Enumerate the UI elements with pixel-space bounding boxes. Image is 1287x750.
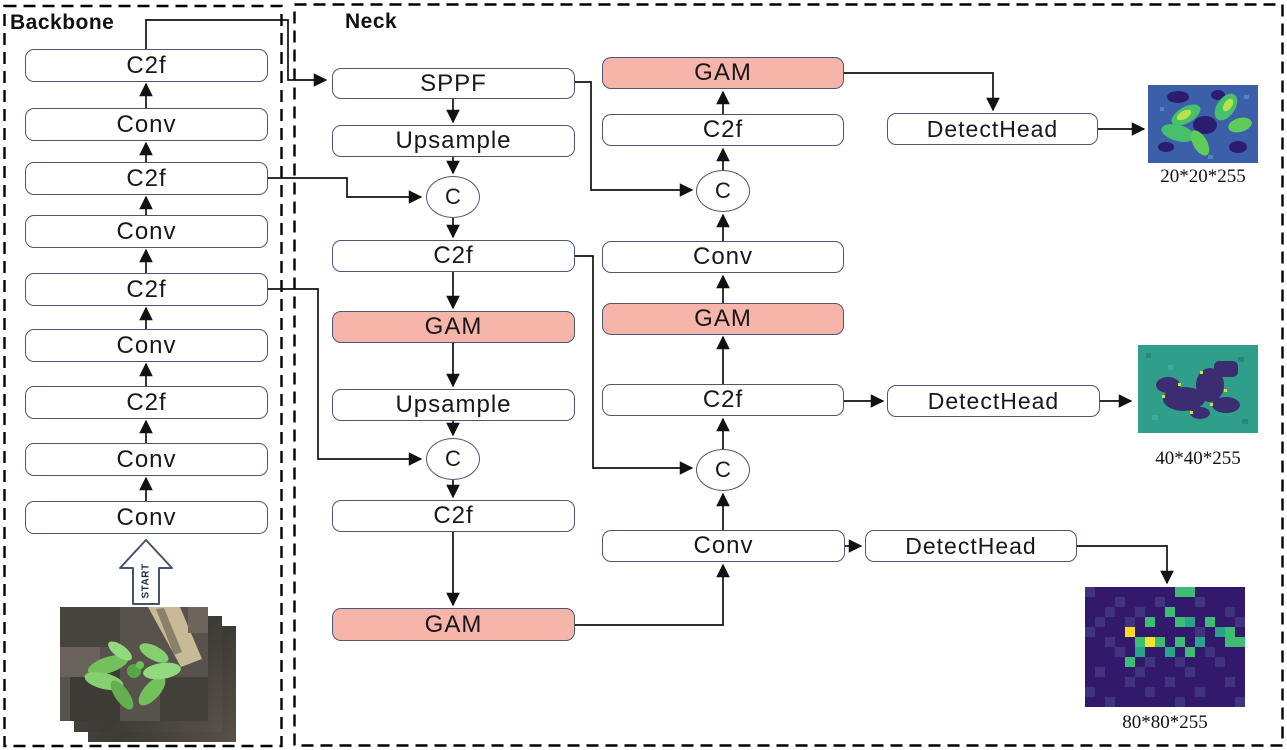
conv-block: Conv [25,215,268,248]
concat-node: C [696,449,750,491]
gam-block: GAM [602,303,844,335]
c2f-block: C2f [332,500,575,532]
sppf-block: SPPF [332,68,575,99]
concat-node: C [426,438,480,480]
concat-node: C [696,170,750,212]
upsample-block: Upsample [332,389,575,421]
feature-map-20x20 [1148,85,1258,163]
gam-block: GAM [602,57,844,89]
output-size-label: 20*20*255 [1160,166,1246,187]
c2f-block: C2f [25,273,268,306]
detect-head-block: DetectHead [887,113,1098,145]
conv-block: Conv [602,530,845,562]
upsample-block: Upsample [332,125,575,157]
c2f-block: C2f [602,114,844,146]
conv-block: Conv [25,329,268,362]
conv-block: Conv [25,108,268,141]
conv-block: Conv [602,241,844,273]
gam-block: GAM [332,311,575,343]
feature-map-40x40 [1138,345,1258,433]
conv-block: Conv [25,443,268,476]
backbone-border [3,4,283,748]
output-size-label: 40*40*255 [1155,448,1241,469]
detect-head-block: DetectHead [865,530,1077,562]
neck-border [293,3,1284,747]
neck-title: Neck [345,10,398,33]
c2f-block: C2f [602,384,844,416]
concat-node: C [426,176,480,218]
conv-block: Conv [25,501,268,534]
start-label: START [140,563,152,599]
c2f-block: C2f [25,162,268,195]
plant-leaves [84,641,181,710]
start-arrow-icon [119,539,173,605]
input-image [60,607,208,721]
detect-head-block: DetectHead [887,385,1100,417]
gam-block: GAM [332,608,575,641]
backbone-title: Backbone [10,11,115,34]
output-size-label: 80*80*255 [1122,712,1208,733]
c2f-block: C2f [25,49,268,82]
c2f-block: C2f [332,240,575,272]
c2f-block: C2f [25,386,268,419]
feature-map-80x80 [1085,587,1245,707]
